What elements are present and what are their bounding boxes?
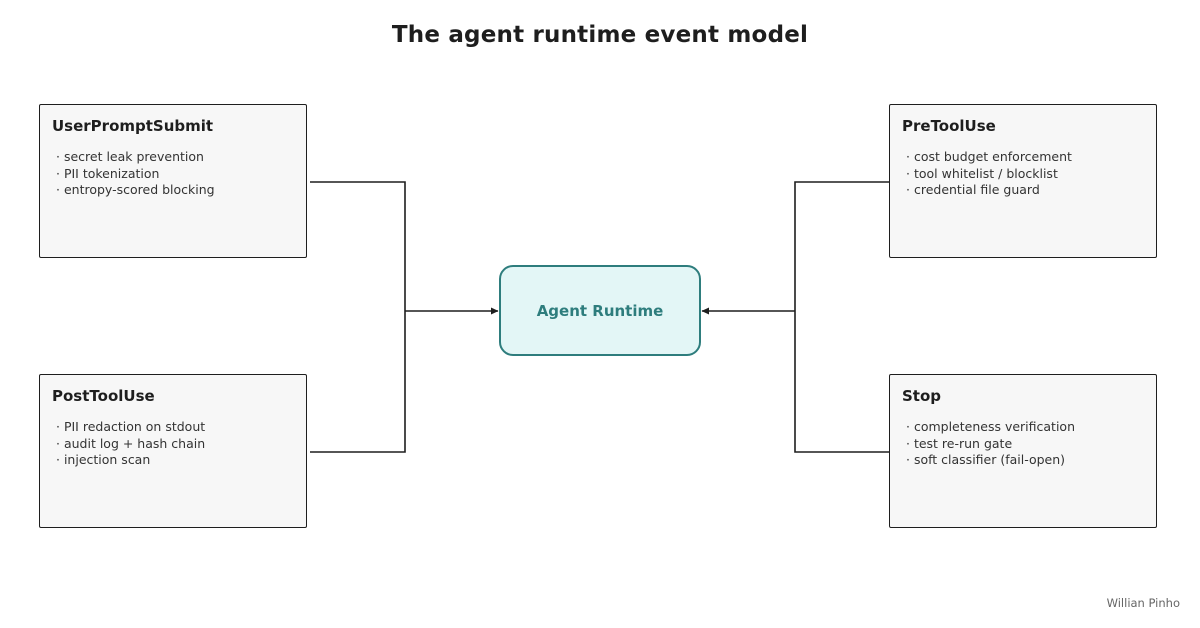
connector-posttooluse (310, 311, 406, 453)
agent-runtime-node: Agent Runtime (499, 265, 701, 356)
event-item: soft classifier (fail-open) (906, 452, 1144, 469)
event-item: cost budget enforcement (906, 149, 1144, 166)
event-item: entropy-scored blocking (56, 182, 294, 199)
diagram-title: The agent runtime event model (391, 22, 809, 48)
agent-runtime-label: Agent Runtime (536, 301, 664, 320)
connector-stop (794, 311, 890, 453)
event-box-posttooluse: PostToolUse PII redaction on stdout audi… (39, 374, 307, 528)
event-title: Stop (902, 387, 942, 405)
event-title: UserPromptSubmit (52, 117, 214, 135)
connector-pretooluse (794, 181, 890, 311)
author-signature: Willian Pinho (1106, 596, 1180, 610)
event-item: test re-run gate (906, 436, 1144, 453)
event-item: secret leak prevention (56, 149, 294, 166)
event-item-list: secret leak prevention PII tokenization … (52, 149, 294, 199)
event-item: audit log + hash chain (56, 436, 294, 453)
event-item: injection scan (56, 452, 294, 469)
event-item: PII tokenization (56, 166, 294, 183)
event-box-stop: Stop completeness verification test re-r… (889, 374, 1157, 528)
event-item: completeness verification (906, 419, 1144, 436)
event-box-userpromptsubmit: UserPromptSubmit secret leak prevention … (39, 104, 307, 258)
event-item: PII redaction on stdout (56, 419, 294, 436)
event-item-list: cost budget enforcement tool whitelist /… (902, 149, 1144, 199)
event-item-list: completeness verification test re-run ga… (902, 419, 1144, 469)
event-item: tool whitelist / blocklist (906, 166, 1144, 183)
event-item-list: PII redaction on stdout audit log + hash… (52, 419, 294, 469)
event-item: credential file guard (906, 182, 1144, 199)
event-title: PostToolUse (52, 387, 155, 405)
event-title: PreToolUse (902, 117, 996, 135)
connector-userpromptsubmit (310, 181, 406, 311)
event-box-pretooluse: PreToolUse cost budget enforcement tool … (889, 104, 1157, 258)
